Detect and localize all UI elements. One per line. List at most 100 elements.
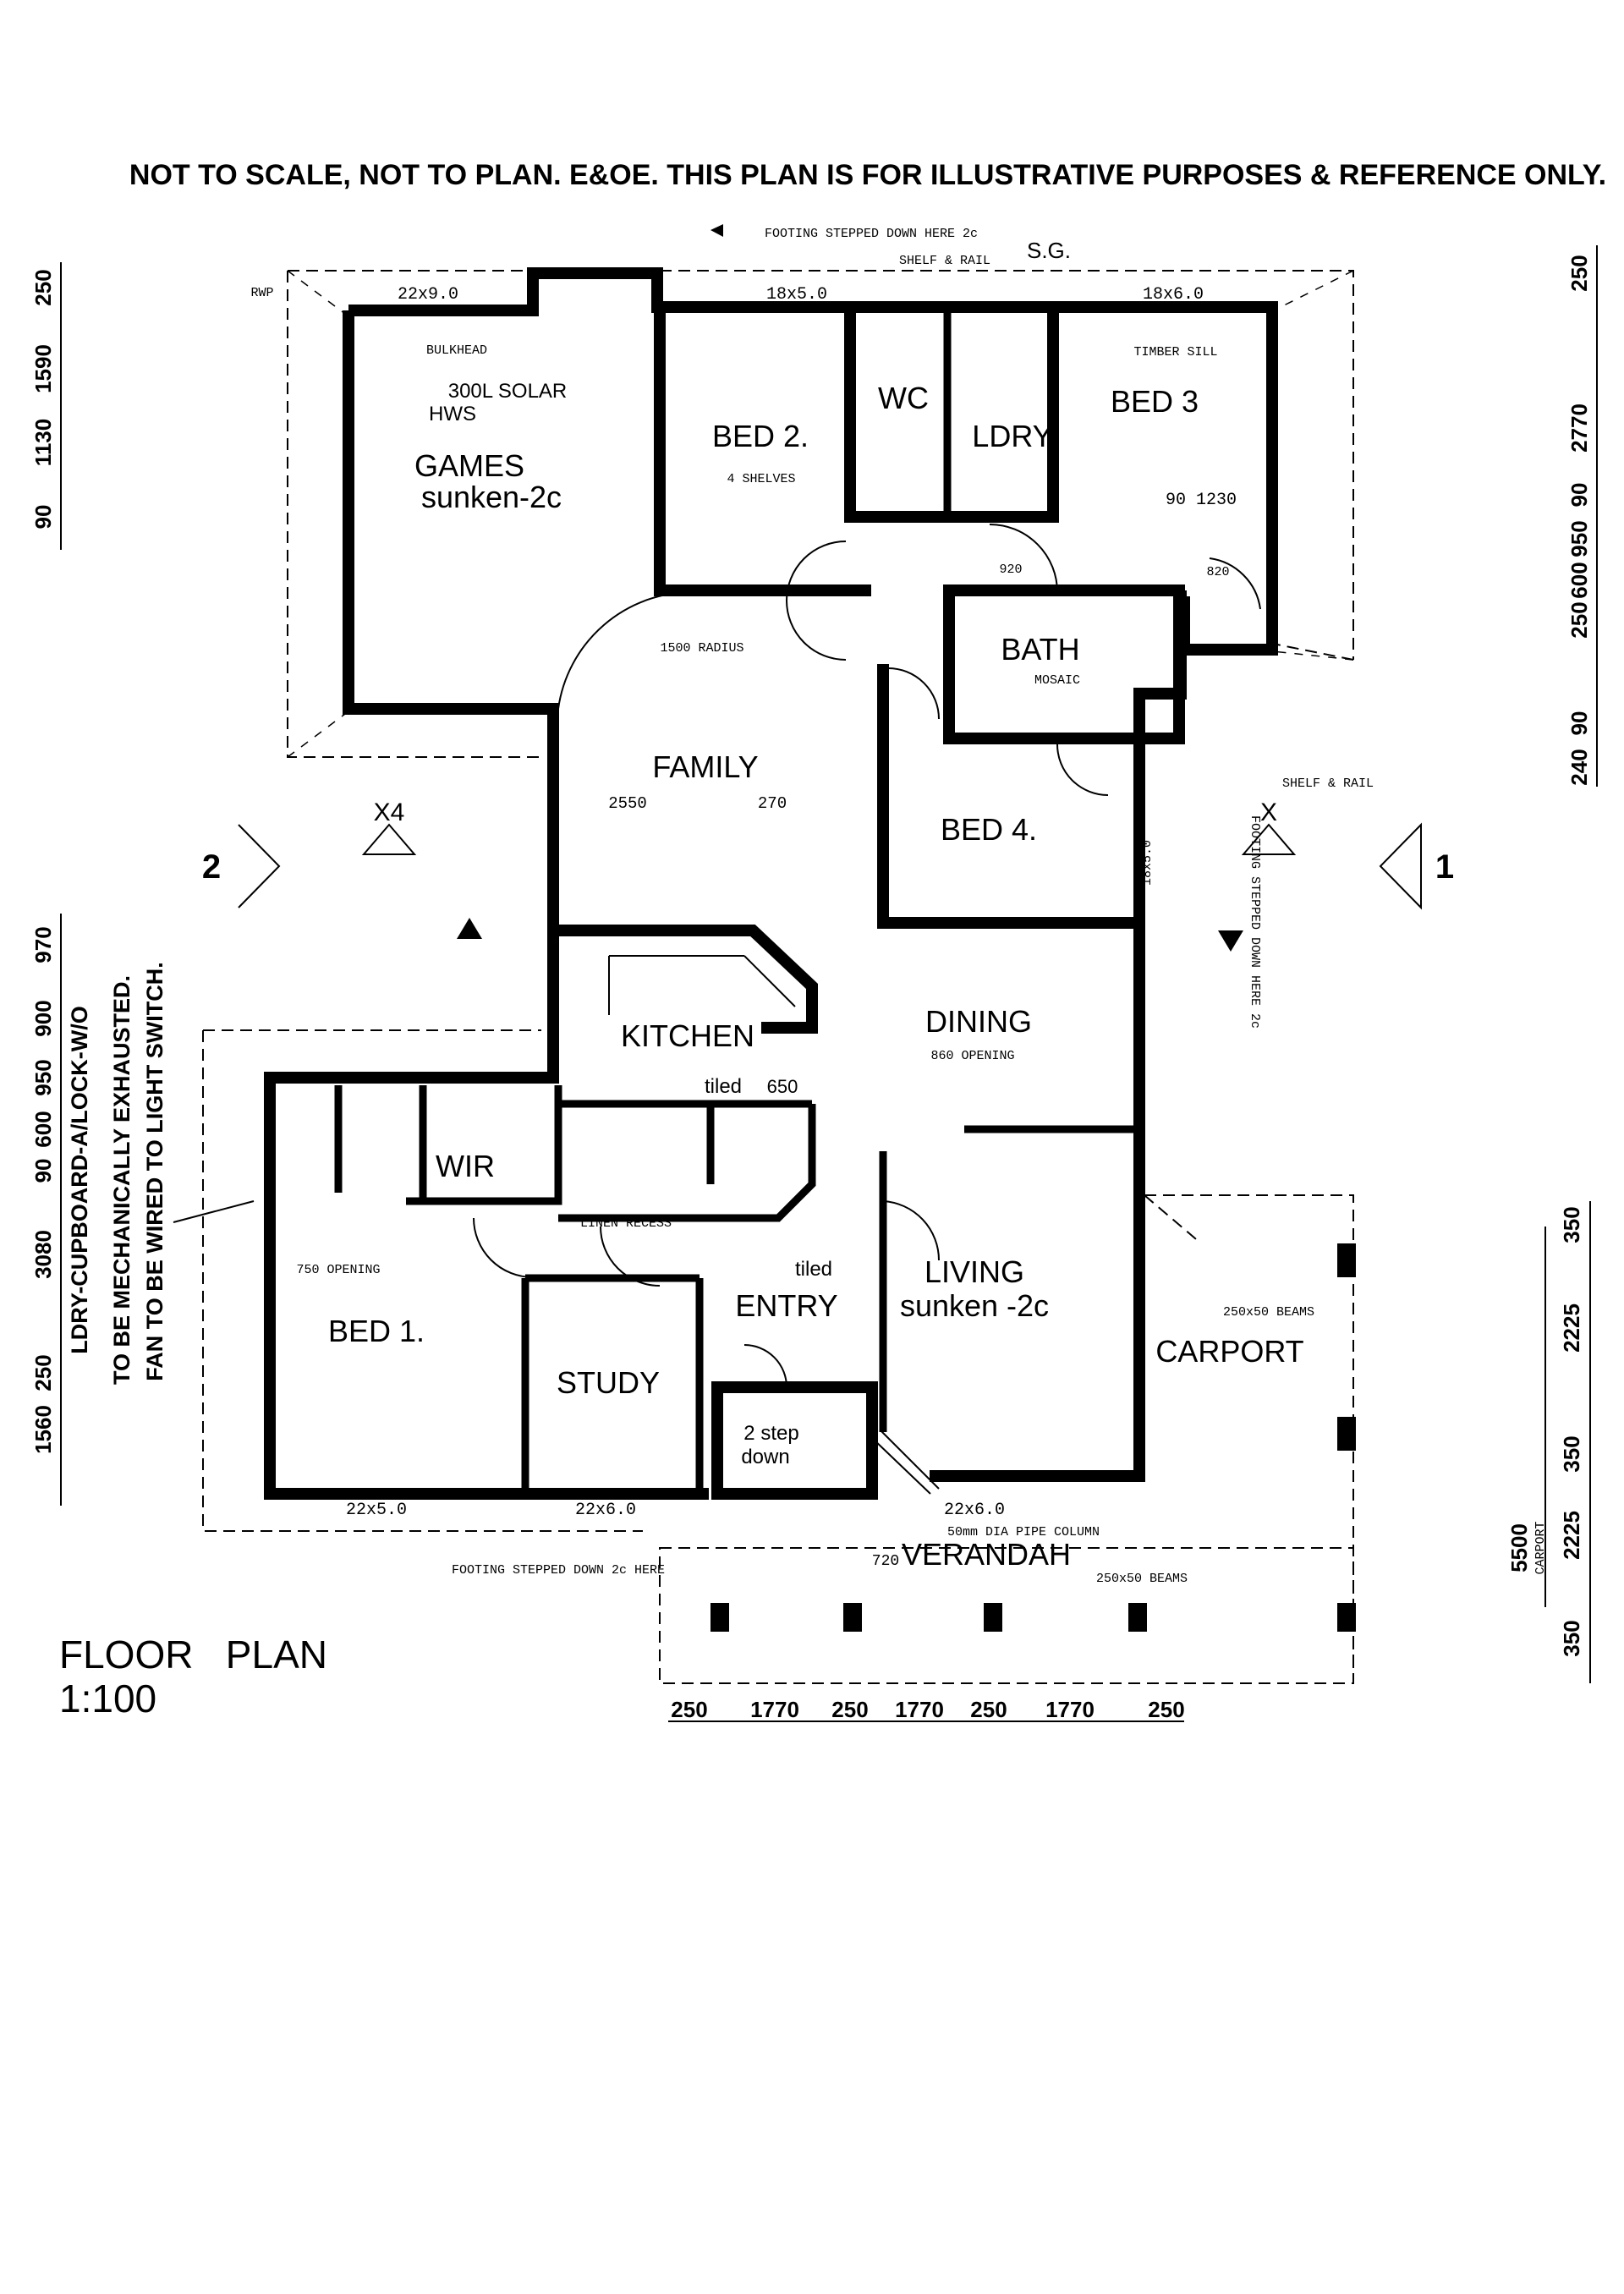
- note-920: 920: [999, 563, 1022, 577]
- note-footing-top: FOOTING STEPPED DOWN HERE 2c: [765, 227, 978, 241]
- plan-title: FLOOR PLAN: [59, 1633, 327, 1677]
- dim: 600: [1566, 562, 1592, 598]
- roof-outline: [202, 270, 1354, 1684]
- column: [843, 1603, 862, 1632]
- note-radius: 1500 RADIUS: [660, 641, 743, 656]
- room-bed-2: BED 2.: [712, 419, 809, 453]
- note-line-1: LDRY-CUPBOARD-A/LOCK-W/O: [67, 1006, 92, 1353]
- note-entry-tiled: tiled: [795, 1258, 832, 1281]
- room-bed-1: BED 1.: [328, 1314, 425, 1348]
- dim: 90: [30, 505, 56, 530]
- room-wir: WIR: [436, 1149, 495, 1183]
- dim: 1770: [750, 1697, 799, 1722]
- note-window-bed1: 22x5.0: [346, 1501, 407, 1520]
- plan-scale: 1:100: [59, 1677, 156, 1720]
- step-note-1: 2 step: [743, 1422, 798, 1445]
- pier: [1337, 1243, 1356, 1277]
- verandah-columns: [710, 1243, 1356, 1632]
- dim: 2225: [1559, 1511, 1584, 1560]
- section-marker-1: 1: [1435, 848, 1454, 886]
- note-shelves: 4 SHELVES: [727, 472, 795, 486]
- dim: 950: [1566, 520, 1592, 557]
- room-family: FAMILY: [652, 749, 758, 784]
- note-family-2550: 2550: [608, 794, 647, 813]
- room-wc: WC: [878, 381, 929, 415]
- note-shelf-rail-2: SHELF & RAIL: [1282, 777, 1374, 791]
- dim: 950: [30, 1059, 56, 1095]
- room-bath: BATH: [1001, 632, 1079, 667]
- dim: 1770: [1045, 1697, 1095, 1722]
- note-carport-beams: 250x50 BEAMS: [1223, 1305, 1314, 1320]
- room-dining: DINING: [925, 1004, 1032, 1039]
- dim: 250: [1148, 1697, 1184, 1722]
- note-sg: S.G.: [1027, 238, 1071, 263]
- room-bed-4: BED 4.: [941, 812, 1037, 847]
- section-marker-2: 2: [202, 848, 221, 886]
- room-carport: CARPORT: [1155, 1334, 1303, 1369]
- note-shelf-rail: SHELF & RAIL: [899, 254, 990, 268]
- room-kitchen: KITCHEN: [621, 1018, 754, 1053]
- note-window-living: 22x6.0: [944, 1501, 1005, 1520]
- note-rwp: RWP: [250, 286, 273, 300]
- note-dining-opening: 860 OPENING: [930, 1049, 1014, 1063]
- dim: 970: [30, 926, 56, 963]
- dim: 350: [1559, 1620, 1584, 1656]
- dim: 600: [30, 1111, 56, 1147]
- room-living-sunken: sunken -2c: [900, 1288, 1049, 1323]
- dim: 1770: [895, 1697, 944, 1722]
- note-window-bed4: 18x5.0: [1140, 840, 1155, 886]
- dim: 250: [1566, 601, 1592, 638]
- dim: 350: [1559, 1435, 1584, 1472]
- note-footing-right: FOOTING STEPPED DOWN HERE 2c: [1248, 815, 1262, 1029]
- note-timber-sill: TIMBER SILL: [1133, 345, 1217, 359]
- dim: 240: [1566, 749, 1592, 785]
- section-markers: 2 1 X4 X: [202, 799, 1454, 952]
- room-laundry: LDRY: [972, 419, 1052, 453]
- pier: [1337, 1417, 1356, 1451]
- note-window-bed2: 18x5.0: [766, 285, 827, 305]
- note-window-bed3: 18x6.0: [1143, 285, 1204, 305]
- dim: 250: [1566, 255, 1592, 291]
- dimensions-left-top: 250 1590 1130 90: [30, 262, 62, 550]
- room-games-sunken: sunken-2c: [421, 480, 562, 514]
- dimensions-right-bottom: 350 2225 350 2225 350 5500 CARPORT: [1506, 1201, 1591, 1683]
- column: [1128, 1603, 1147, 1632]
- dim: 350: [1559, 1206, 1584, 1243]
- note-750-opening: 750 OPENING: [296, 1263, 380, 1277]
- dim: 250: [30, 269, 56, 305]
- door-swings: [473, 524, 1261, 1388]
- note-linen: LINEN RECESS: [580, 1216, 672, 1231]
- note-1230: 90 1230: [1166, 491, 1237, 510]
- note-footing-bottom: FOOTING STEPPED DOWN 2c HERE: [452, 1563, 665, 1578]
- room-verandah: VERANDAH: [902, 1537, 1071, 1572]
- room-bed-3: BED 3: [1111, 384, 1199, 419]
- note-verandah-beams: 250x50 BEAMS: [1096, 1572, 1188, 1586]
- note-window-games: 22x9.0: [398, 285, 458, 305]
- note-pipe-column: 50mm DIA PIPE COLUMN: [947, 1525, 1100, 1539]
- dim: 90: [30, 1159, 56, 1183]
- room-entry: ENTRY: [735, 1288, 837, 1323]
- annotations: FOOTING STEPPED DOWN HERE 2c SHELF & RAI…: [250, 224, 1374, 1586]
- elevation-x: X: [1260, 799, 1277, 826]
- dim: 250: [671, 1697, 707, 1722]
- dim: 250: [831, 1697, 868, 1722]
- dimensions-bottom: 250 1770 250 1770 250 1770 250: [668, 1697, 1185, 1722]
- note-solar: 300L SOLAR: [448, 380, 568, 403]
- note-kitchen-650: 650: [767, 1076, 798, 1097]
- dimensions-left-bottom: 970 900 950 600 90 3080 250 1560: [30, 914, 62, 1506]
- note-bulkhead: BULKHEAD: [426, 343, 487, 358]
- step-note-2: down: [741, 1446, 789, 1468]
- dim: 1560: [30, 1405, 56, 1454]
- column: [984, 1603, 1002, 1632]
- room-games: GAMES: [414, 448, 524, 483]
- walls: [264, 267, 1278, 1500]
- dim: 2770: [1566, 403, 1592, 453]
- note-line-2: TO BE MECHANICALLY EXHAUSTED.: [109, 975, 134, 1385]
- room-labels: GAMES sunken-2c BED 2. WC LDRY BED 3 BAT…: [328, 381, 1304, 1572]
- elevation-x4: X4: [374, 799, 405, 826]
- column: [1337, 1603, 1356, 1632]
- column: [710, 1603, 729, 1632]
- note-window-study: 22x6.0: [575, 1501, 636, 1520]
- ventilation-note: LDRY-CUPBOARD-A/LOCK-W/O TO BE MECHANICA…: [67, 962, 255, 1385]
